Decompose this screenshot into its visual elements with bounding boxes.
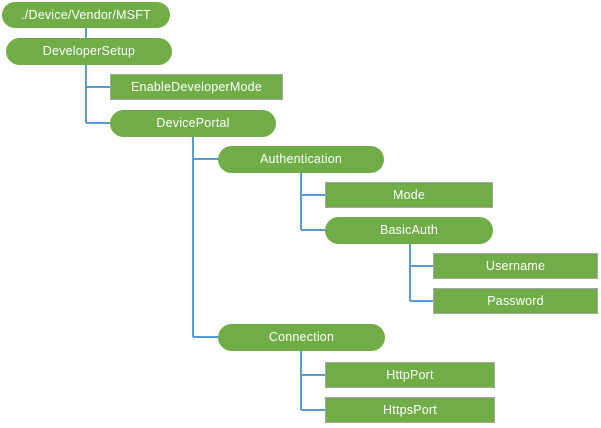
tree-node-label: DeveloperSetup bbox=[42, 44, 136, 59]
tree-node-basicauth[interactable]: BasicAuth bbox=[325, 217, 493, 244]
tree-node-httpport[interactable]: HttpPort bbox=[325, 362, 495, 388]
tree-node-label: Username bbox=[485, 258, 546, 273]
tree-node-password[interactable]: Password bbox=[433, 288, 598, 314]
tree-node-label: DevicePortal bbox=[156, 116, 230, 131]
tree-node-label: EnableDeveloperMode bbox=[131, 79, 262, 94]
tree-node-label: HttpPort bbox=[386, 367, 434, 382]
tree-node-label: Mode bbox=[392, 187, 426, 202]
tree-node-authentication[interactable]: Authentication bbox=[218, 146, 384, 173]
tree-node-label: Authentication bbox=[259, 152, 343, 167]
tree-node-label: ./Device/Vendor/MSFT bbox=[21, 7, 151, 22]
tree-node-httpsport[interactable]: HttpsPort bbox=[325, 397, 495, 423]
tree-node-root[interactable]: ./Device/Vendor/MSFT bbox=[2, 2, 170, 28]
tree-node-enabledevelopermode[interactable]: EnableDeveloperMode bbox=[110, 74, 283, 100]
tree-node-mode[interactable]: Mode bbox=[325, 182, 493, 208]
tree-node-deviceportal[interactable]: DevicePortal bbox=[110, 110, 276, 137]
tree-node-label: Connection bbox=[268, 330, 335, 345]
tree-node-username[interactable]: Username bbox=[433, 253, 598, 279]
tree-node-label: HttpsPort bbox=[383, 402, 437, 417]
tree-node-connection[interactable]: Connection bbox=[218, 324, 385, 351]
tree-node-label: BasicAuth bbox=[379, 223, 439, 238]
tree-node-label: Password bbox=[487, 293, 544, 308]
tree-node-developersetup[interactable]: DeveloperSetup bbox=[6, 38, 172, 65]
